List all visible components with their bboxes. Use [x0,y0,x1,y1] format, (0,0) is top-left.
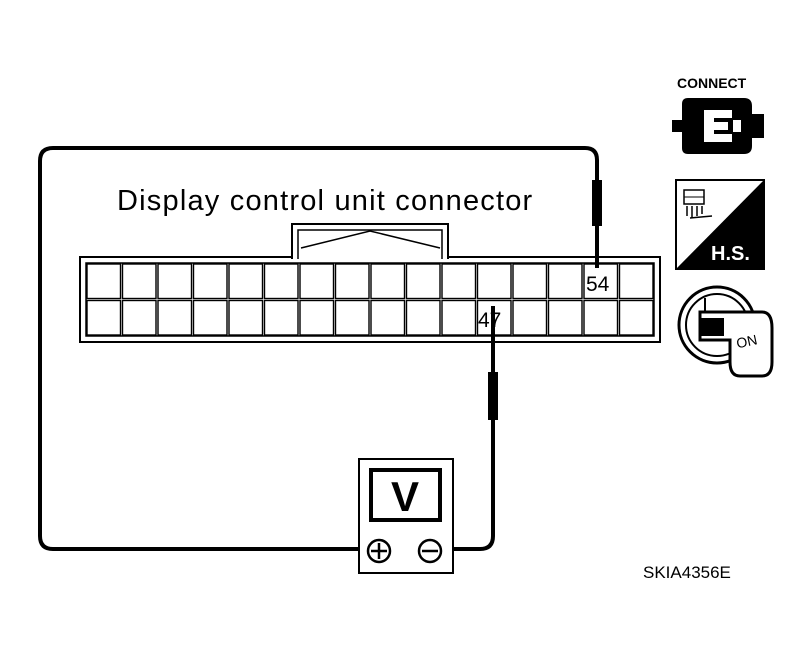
connector-terminal-cell [263,263,299,300]
connector-terminal-cell [192,299,228,336]
negative-probe [488,372,498,420]
ignition-key-on-icon [677,285,774,378]
connector-terminal-cell [476,263,512,300]
connector-terminal-cell [583,299,619,336]
connector-terminal-cell [583,263,619,300]
connect-icon [672,98,764,154]
connector-terminal-cell [405,263,441,300]
connector-terminal-cell [121,263,157,300]
connector-title: Display control unit connector [117,185,533,217]
connect-label: CONNECT [677,75,747,91]
hot-shut-label: H.S. [711,243,750,265]
connector-terminal-cell [86,263,122,300]
connector-terminal-cell [228,299,264,336]
connector-terminal-cell [299,263,335,300]
connector-terminal-cell [547,263,583,300]
connector-terminal-cell [334,299,370,336]
connector-terminal-cell [618,263,654,300]
hot-shut-icon [675,179,765,270]
positive-lead-wire [38,146,599,551]
connector-terminal-cell [121,299,157,336]
pin-47-label: 47 [478,309,501,332]
terminal-grid [86,263,654,336]
engine-thermometer-icon [683,189,713,219]
minus-terminal-icon [417,538,443,564]
connector-terminal-cell [157,299,193,336]
connector-terminal-cell [157,263,193,300]
connector-terminal-cell [512,263,548,300]
connector-terminal-cell [228,263,264,300]
connector-terminal-cell [618,299,654,336]
pin-54-label: 54 [586,273,610,296]
connector-terminal-cell [263,299,299,336]
connector-terminal-cell [192,263,228,300]
ignition-on-label: ON [735,331,759,351]
connector-terminal-cell [405,299,441,336]
connector-terminal-cell [334,263,370,300]
connector-terminal-cell [441,299,477,336]
voltmeter-unit-label: V [391,473,419,520]
connector-terminal-cell [299,299,335,336]
figure-code: SKIA4356E [643,563,731,582]
connector-terminal-cell [370,299,406,336]
connector-terminal-cell [86,299,122,336]
connector-terminal-cell [370,263,406,300]
connector-body [79,223,661,343]
voltmeter: V [358,458,454,574]
positive-probe [592,180,602,226]
connector-terminal-cell [547,299,583,336]
plus-terminal-icon [366,538,392,564]
connector-terminal-cell [512,299,548,336]
negative-lead-wire [446,306,495,551]
connector-terminal-cell [441,263,477,300]
